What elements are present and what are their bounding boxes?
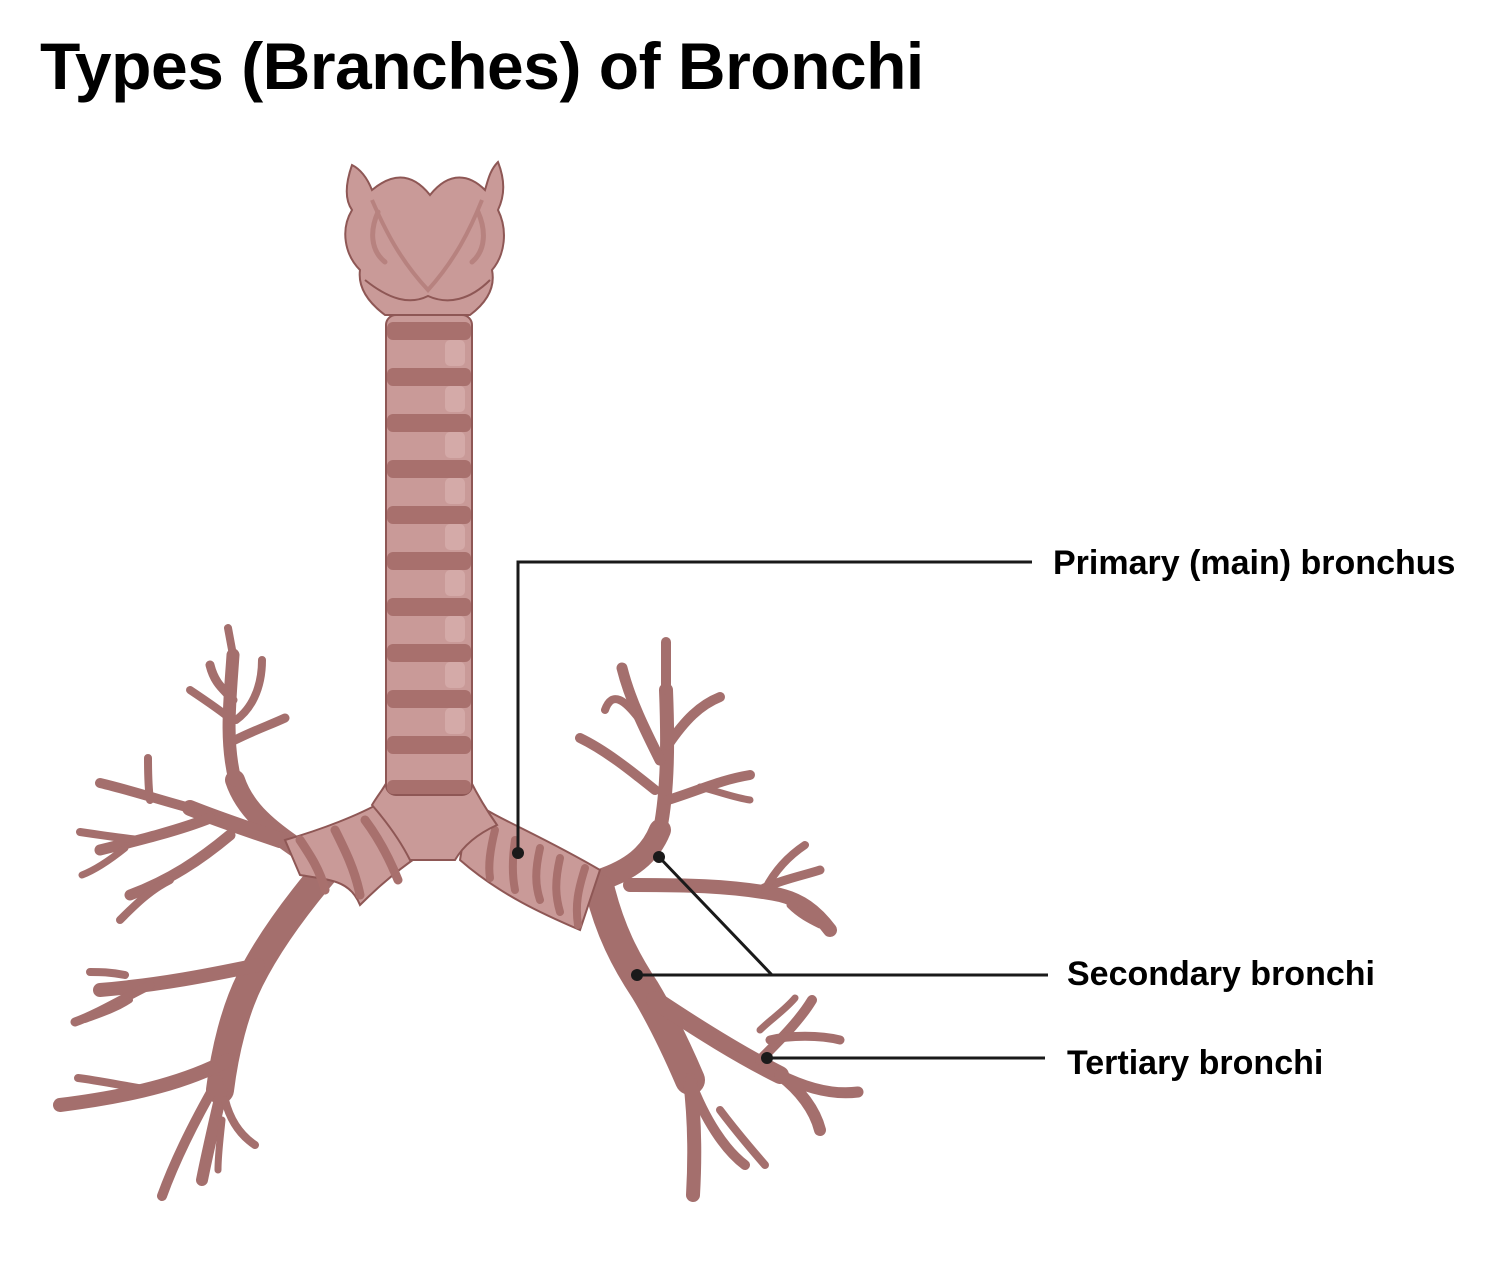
label-tertiary-bronchi: Tertiary bronchi <box>1067 1044 1324 1082</box>
leader-line-primary <box>516 560 1032 853</box>
right-bronchial-tree <box>575 637 864 1202</box>
diagram-title: Types (Branches) of Bronchi <box>40 29 924 103</box>
primary-bronchi <box>283 798 602 932</box>
label-primary-bronchus: Primary (main) bronchus <box>1053 544 1456 582</box>
marker-tertiary <box>761 1052 773 1064</box>
trachea <box>370 314 499 861</box>
marker-secondary-lower <box>631 969 643 981</box>
larynx <box>344 160 505 316</box>
marker-secondary-upper <box>653 851 665 863</box>
thyroid-cartilage <box>344 160 505 316</box>
marker-primary <box>512 847 524 859</box>
leader-markers <box>512 847 773 1064</box>
carina <box>370 779 499 861</box>
left-bronchial-tree <box>53 624 349 1201</box>
bronchial-branches <box>53 624 864 1202</box>
label-secondary-bronchi: Secondary bronchi <box>1067 955 1375 993</box>
leader-line-secondary-upper <box>657 855 774 977</box>
leader-lines <box>516 560 1048 1060</box>
